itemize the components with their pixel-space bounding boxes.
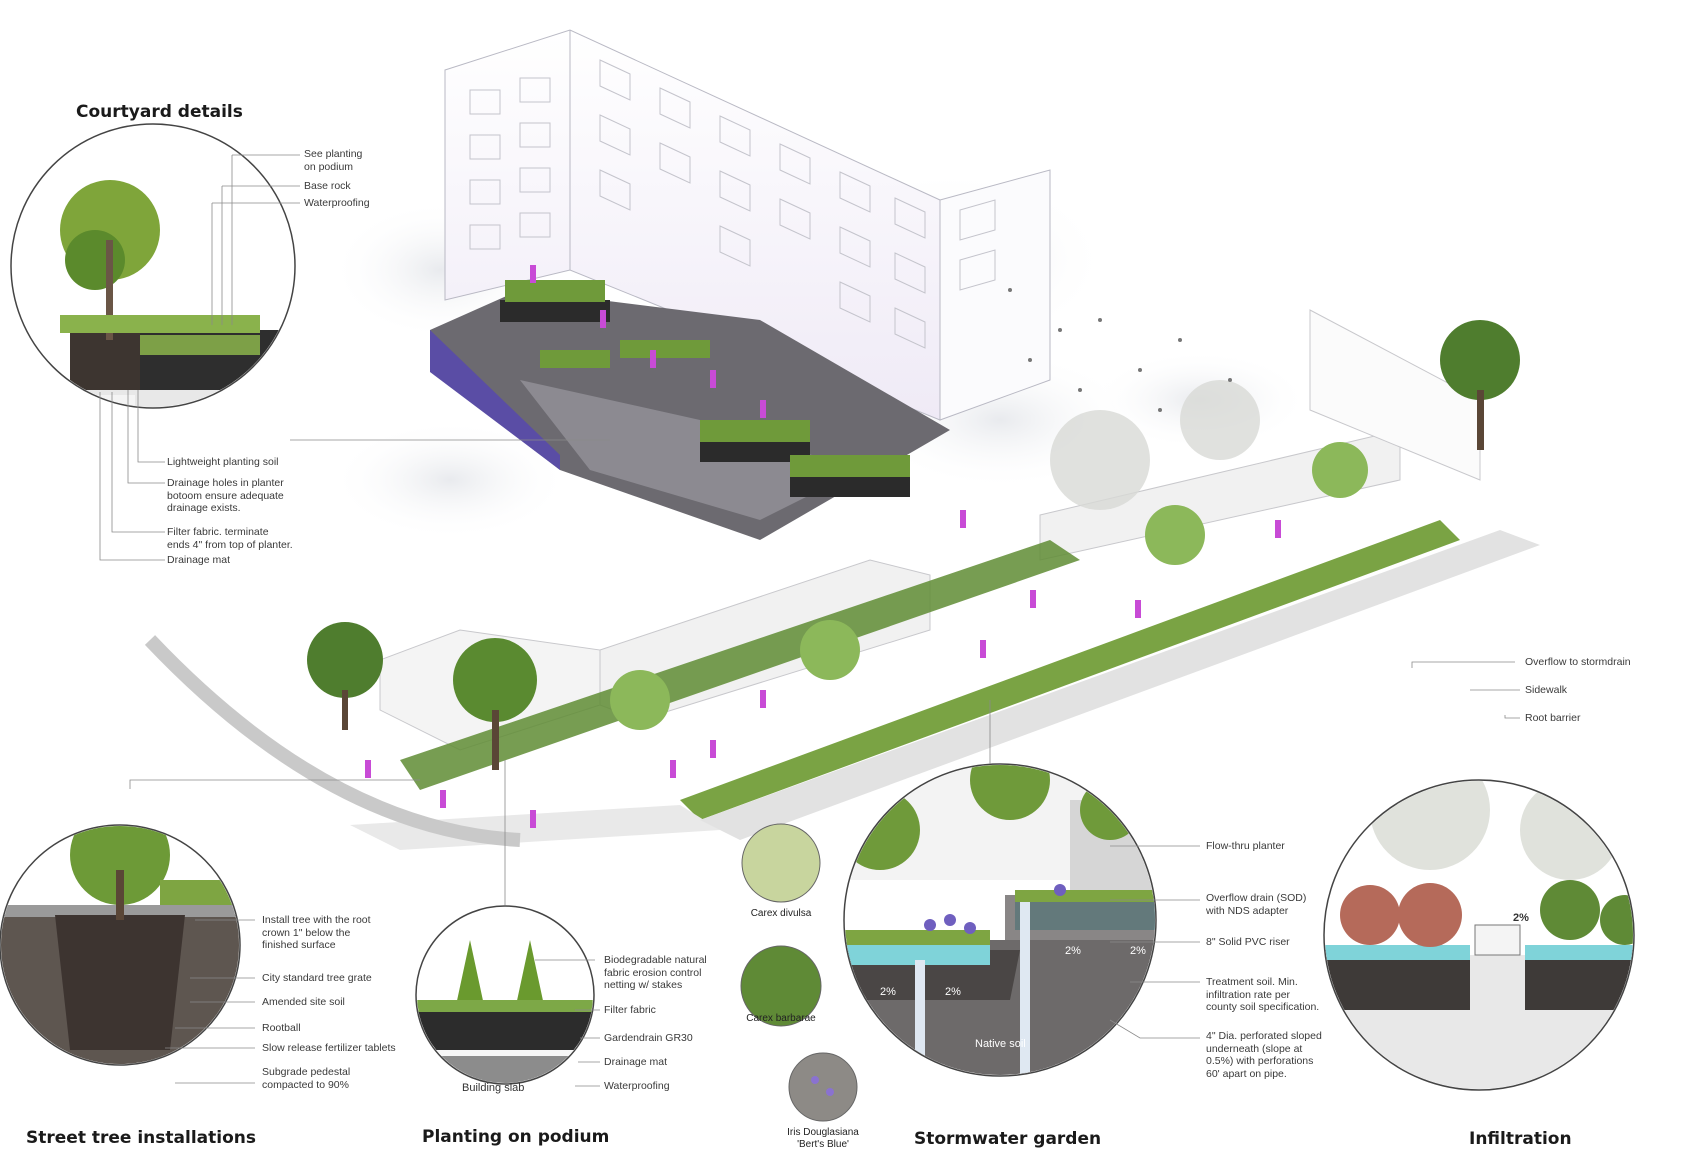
native-soil-label: Native soil [92, 1079, 143, 1091]
infiltration-title: Infiltration [1469, 1129, 1572, 1149]
label-install-tree: Install tree with the root crown 1" belo… [262, 914, 371, 951]
birds [1008, 288, 1232, 412]
street-tree-title: Street tree installations [26, 1128, 256, 1148]
label-tree-grate: City standard tree grate [262, 972, 372, 984]
infiltration-slope-label: 2% [1513, 912, 1529, 924]
label-waterproofing: Waterproofing [304, 197, 370, 209]
label-base-rock: Base rock [304, 180, 351, 192]
label-drainage-mat: Drainage mat [167, 554, 231, 566]
label-pvc-riser: 8" Solid PVC riser [1206, 936, 1290, 948]
street-trees [307, 320, 1520, 770]
label-filter-fabric: Filter fabric. terminate ends 4" from to… [167, 526, 293, 551]
label-overflow-drain: Overflow drain (SOD) with NDS adapter [1206, 892, 1307, 917]
plant-label-iris: Iris Douglasiana 'Bert's Blue' [787, 1127, 859, 1150]
building-windows [469, 59, 996, 349]
label-drainage-holes: Drainage holes in planter botoom ensure … [167, 477, 284, 514]
label-podium-filter-fabric: Filter fabric [604, 1004, 656, 1016]
label-podium-drainage-mat: Drainage mat [604, 1056, 668, 1068]
leader-lines [99, 154, 1520, 1087]
label-root-barrier: Root barrier [1525, 712, 1581, 724]
podium-title: Planting on podium [422, 1127, 610, 1147]
people-figures [365, 265, 1281, 828]
podium-courtyard [430, 280, 950, 540]
slope-label-1: 2% [880, 986, 896, 998]
label-gardendrain: Gardendrain GR30 [604, 1032, 693, 1044]
infiltration-detail-circle [1323, 779, 1635, 1091]
stormwater-title: Stormwater garden [914, 1129, 1102, 1149]
label-podium-waterproofing: Waterproofing [604, 1080, 670, 1092]
street-tree-detail-circle [0, 824, 241, 1066]
stormwater-detail-circle [843, 763, 1157, 1077]
label-lightweight-soil: Lightweight planting soil [167, 456, 279, 468]
courtyard-detail-circle [10, 123, 296, 409]
label-amended-soil: Amended site soil [262, 996, 345, 1008]
label-fertilizer: Slow release fertilizer tablets [262, 1042, 396, 1054]
label-overflow-stormdrain: Overflow to stormdrain [1525, 656, 1631, 668]
stormwater-native-soil-label: Native soil [975, 1038, 1026, 1050]
label-biodegradable-fabric: Biodegradable natural fabric erosion con… [604, 954, 707, 991]
slope-label-2: 2% [945, 986, 961, 998]
slope-label-3: 2% [1065, 945, 1081, 957]
label-rootball: Rootball [262, 1022, 301, 1034]
label-flow-thru-planter: Flow-thru planter [1206, 840, 1285, 852]
label-sidewalk: Sidewalk [1525, 684, 1568, 696]
label-subgrade: Subgrade pedestal compacted to 90% [262, 1066, 351, 1091]
plant-swatches [740, 823, 858, 1122]
street-planting [144, 520, 1540, 850]
apartment-building [444, 29, 1051, 421]
plant-label-carex-divulsa: Carex divulsa [750, 908, 812, 919]
label-see-planting: See planting on podium [304, 148, 363, 173]
plant-label-carex-barbarae: Carex barbarae [746, 1013, 816, 1024]
label-treatment-soil: Treatment soil. Min. infiltration rate p… [1206, 976, 1320, 1013]
slope-label-4: 2% [1130, 945, 1146, 957]
building-slab-label: Building slab [462, 1082, 525, 1094]
courtyard-details-title: Courtyard details [76, 102, 243, 122]
label-perforated-pipe: 4" Dia. perforated sloped underneath (sl… [1206, 1030, 1322, 1080]
